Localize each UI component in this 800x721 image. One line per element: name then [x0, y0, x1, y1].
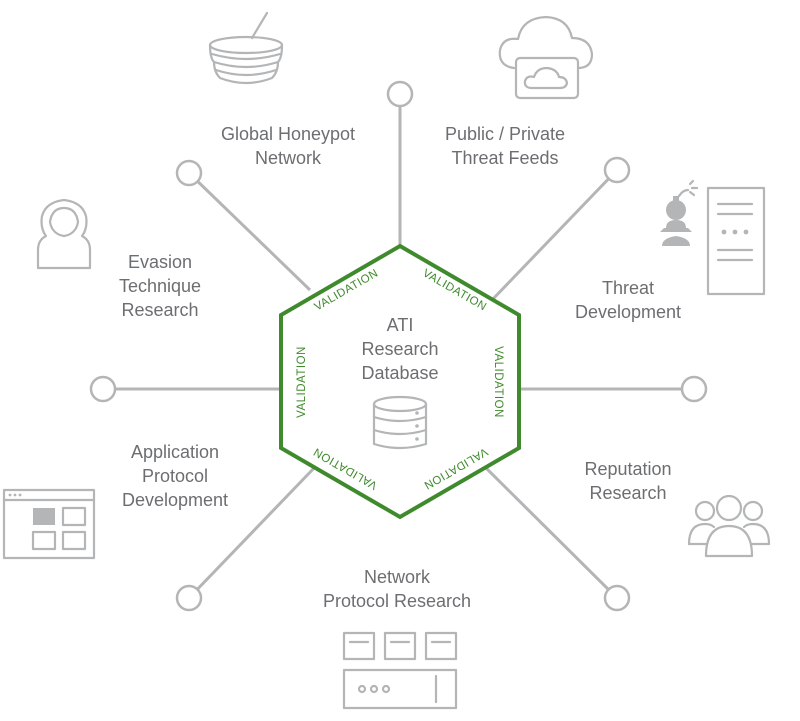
spoke-node-bottom-left[interactable]	[175, 584, 203, 612]
center-title-line-2: Research	[361, 339, 438, 359]
spoke-label-line: Evasion	[128, 252, 192, 272]
validation-label-left: VALIDATION	[296, 346, 308, 418]
spoke-node-right[interactable]	[680, 375, 708, 403]
hooded-figure-icon	[36, 198, 92, 270]
spoke-label-line: Development	[575, 302, 681, 322]
spoke-label-global-honeypot: Global Honeypot Network	[221, 124, 355, 168]
spoke-node-top[interactable]	[386, 80, 414, 108]
database-icon	[372, 395, 428, 450]
bomb-spy-server-icon	[660, 179, 766, 296]
center-title: ATI Research Database	[361, 315, 438, 383]
spoke-line-bottom-right	[482, 464, 619, 600]
spoke-node-left[interactable]	[89, 375, 117, 403]
spoke-label-line: Protocol Research	[323, 591, 471, 611]
spoke-label-line: Technique	[119, 276, 201, 296]
spoke-nodes	[89, 80, 708, 612]
spoke-label-line: Public / Private	[445, 124, 565, 144]
cloud-icon	[498, 15, 594, 100]
spoke-node-bottom-right[interactable]	[603, 584, 631, 612]
spoke-label-evasion-technique-research: Evasion Technique Research	[119, 252, 201, 320]
people-group-icon	[687, 494, 771, 558]
spoke-label-network-protocol-research: Network Protocol Research	[323, 567, 471, 611]
spoke-line-top-left	[187, 171, 312, 292]
spoke-label-line: Research	[121, 300, 198, 320]
validation-label-right: VALIDATION	[492, 346, 504, 418]
spoke-line-top-right	[490, 168, 619, 302]
validation-hexagon	[279, 243, 521, 520]
honeypot-icon	[208, 11, 284, 85]
center-title-line-1: ATI	[387, 315, 414, 335]
spoke-label-line: Threat Feeds	[451, 148, 558, 168]
spoke-label-application-protocol-development: Application Protocol Development	[122, 442, 228, 510]
spoke-label-line: Network	[364, 567, 431, 587]
spoke-node-top-left[interactable]	[175, 159, 203, 187]
browser-window-icon	[2, 488, 96, 560]
spoke-line-bottom-left	[187, 464, 318, 600]
spoke-label-line: Development	[122, 490, 228, 510]
spoke-label-line: Protocol	[142, 466, 208, 486]
spoke-node-top-right[interactable]	[603, 156, 631, 184]
network-hardware-icon	[342, 631, 458, 710]
spoke-label-threat-development: Threat Development	[575, 278, 681, 322]
spoke-label-line: Application	[131, 442, 219, 462]
spoke-label-line: Global Honeypot	[221, 124, 355, 144]
spoke-label-line: Research	[589, 483, 666, 503]
spoke-label-public-private-feeds: Public / Private Threat Feeds	[445, 124, 565, 168]
spoke-lines	[103, 94, 694, 600]
spoke-label-line: Network	[255, 148, 322, 168]
spoke-label-line: Threat	[602, 278, 654, 298]
spoke-label-reputation-research: Reputation Research	[584, 459, 671, 503]
center-title-line-3: Database	[361, 363, 438, 383]
spoke-label-line: Reputation	[584, 459, 671, 479]
